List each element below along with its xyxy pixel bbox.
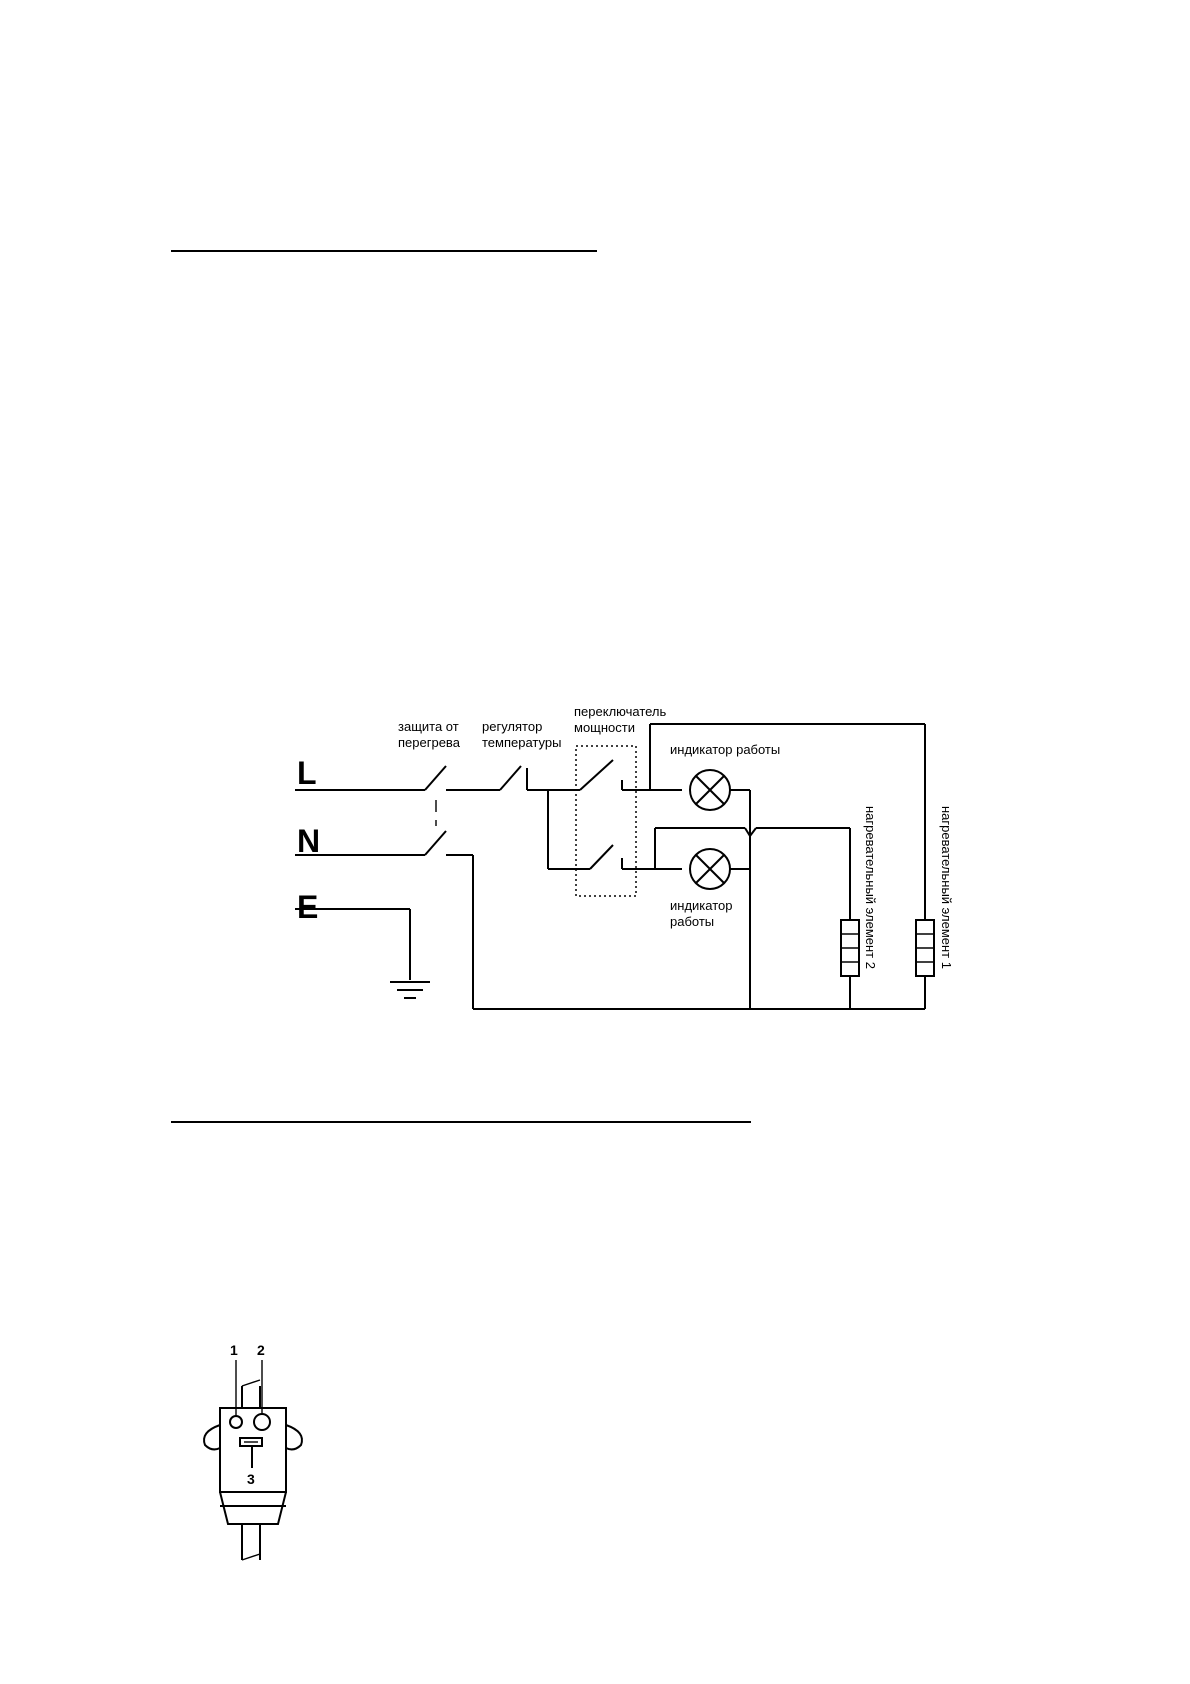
plug-label-3: 3 — [247, 1471, 255, 1487]
plug-cable-top — [241, 1386, 261, 1408]
line-e-letter: E — [297, 889, 318, 925]
overheat-protection-label-1: защита от — [398, 719, 459, 734]
indicator-lamp-top — [689, 769, 731, 811]
line-l-letter: L — [297, 755, 317, 791]
heating-element-2 — [840, 919, 860, 977]
plug-cable-top-cut — [241, 1379, 261, 1387]
temperature-regulator-label-2: температуры — [482, 735, 561, 750]
plug-ear-right — [285, 1424, 303, 1451]
line-n-letter: N — [297, 823, 320, 859]
power-switch-label-1: переключатель — [574, 704, 667, 719]
plug-label-2: 2 — [257, 1342, 265, 1358]
lower-switch-blade — [589, 844, 614, 870]
indicator-top-label: индикатор работы — [670, 742, 780, 757]
plug-drawing: 1 2 3 — [203, 1342, 303, 1561]
l-wire — [295, 759, 682, 791]
section-divider-bottom — [171, 1121, 751, 1123]
indicator-bottom-label-2: работы — [670, 914, 714, 929]
power-switch-box — [575, 745, 637, 897]
plug-boot — [219, 1491, 287, 1525]
plug-cable-bottom-cut — [241, 1553, 261, 1561]
wiring-diagram: L N E — [295, 704, 954, 1010]
e-wire — [295, 908, 430, 999]
power-switch-label-2: мощности — [574, 720, 635, 735]
plug-pin-2 — [253, 1413, 271, 1431]
overheat-protection-label-2: перегрева — [398, 735, 461, 750]
indicator-lamp-bottom — [689, 848, 731, 890]
plug-label-1: 1 — [230, 1342, 238, 1358]
plug-pin-1 — [229, 1415, 243, 1429]
indicator-bottom-label-1: индикатор — [670, 898, 732, 913]
plug-body — [219, 1407, 287, 1493]
heating-element-1 — [915, 919, 935, 977]
plug-ear-left — [203, 1424, 221, 1451]
heating-element-1-label: нагревательный элемент 1 — [939, 806, 954, 969]
temperature-regulator-label-1: регулятор — [482, 719, 542, 734]
n-wire — [295, 830, 925, 1010]
heating-element-2-label: нагревательный элемент 2 — [863, 806, 878, 969]
section-divider-top — [171, 250, 597, 252]
